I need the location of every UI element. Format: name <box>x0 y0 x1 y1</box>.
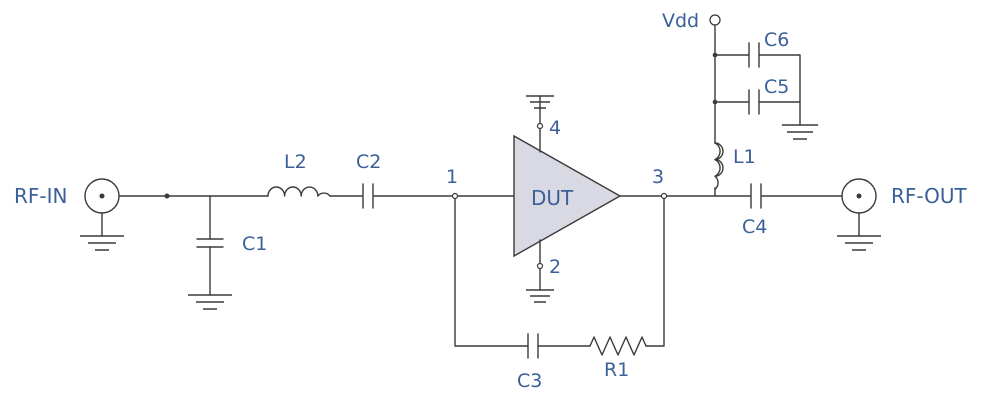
dut-amplifier <box>513 95 622 291</box>
ground-icon <box>782 124 818 140</box>
capacitor-c2 <box>362 183 374 209</box>
l1-label: L1 <box>733 146 756 168</box>
feedback-network <box>451 192 668 359</box>
pin-2-label: 2 <box>549 256 561 278</box>
r1-label: R1 <box>604 359 629 381</box>
c3-label: C3 <box>517 370 542 392</box>
ground-icon <box>837 235 881 251</box>
capacitor-c4 <box>750 183 762 209</box>
node-3-label: 3 <box>652 166 664 188</box>
ground-icon <box>188 294 232 310</box>
inductor-l2 <box>267 186 331 197</box>
vdd-label: Vdd <box>662 10 699 32</box>
ground-icon <box>526 289 554 303</box>
rf-in-connector-icon <box>84 178 120 237</box>
c2-label: C2 <box>356 151 381 173</box>
node-1-label: 1 <box>446 166 458 188</box>
c5-label: C5 <box>764 76 789 98</box>
ground-icon <box>526 95 554 109</box>
c4-label: C4 <box>742 216 767 238</box>
dut-label: DUT <box>531 186 574 210</box>
rf-out-label: RF-OUT <box>891 184 968 208</box>
l2-label: L2 <box>284 151 307 173</box>
pin-4-label: 4 <box>549 117 561 139</box>
ground-icon <box>80 235 124 251</box>
bias-network <box>709 14 801 197</box>
rf-in-label: RF-IN <box>14 184 67 208</box>
capacitor-c1 <box>196 195 224 296</box>
c6-label: C6 <box>764 29 789 51</box>
main-rf-path <box>119 193 843 199</box>
rf-out-connector-icon <box>841 178 877 237</box>
c1-label: C1 <box>242 233 267 255</box>
